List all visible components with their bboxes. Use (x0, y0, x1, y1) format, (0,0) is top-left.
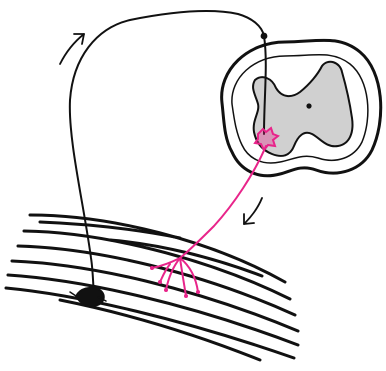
spinal-cord-cross-section (222, 40, 381, 176)
sensory-ending-left (70, 292, 76, 296)
dorsal-root-ganglion-icon (261, 33, 268, 40)
central-canal (306, 103, 311, 108)
motor-end-plate-icon (184, 294, 188, 298)
motor-end-plate-icon (150, 266, 154, 270)
muscle-fiber-line (8, 275, 298, 345)
muscle-fiber-line (60, 300, 260, 360)
muscle-fibers (6, 215, 298, 360)
muscle-fiber-line (12, 261, 298, 331)
motor-end-plate-icon (164, 288, 168, 292)
motor-end-plate-icon (158, 280, 162, 284)
efferent-direction-arrow-icon (244, 198, 262, 224)
muscle-fiber-line (40, 222, 180, 238)
motor-end-plate-icon (196, 290, 200, 294)
